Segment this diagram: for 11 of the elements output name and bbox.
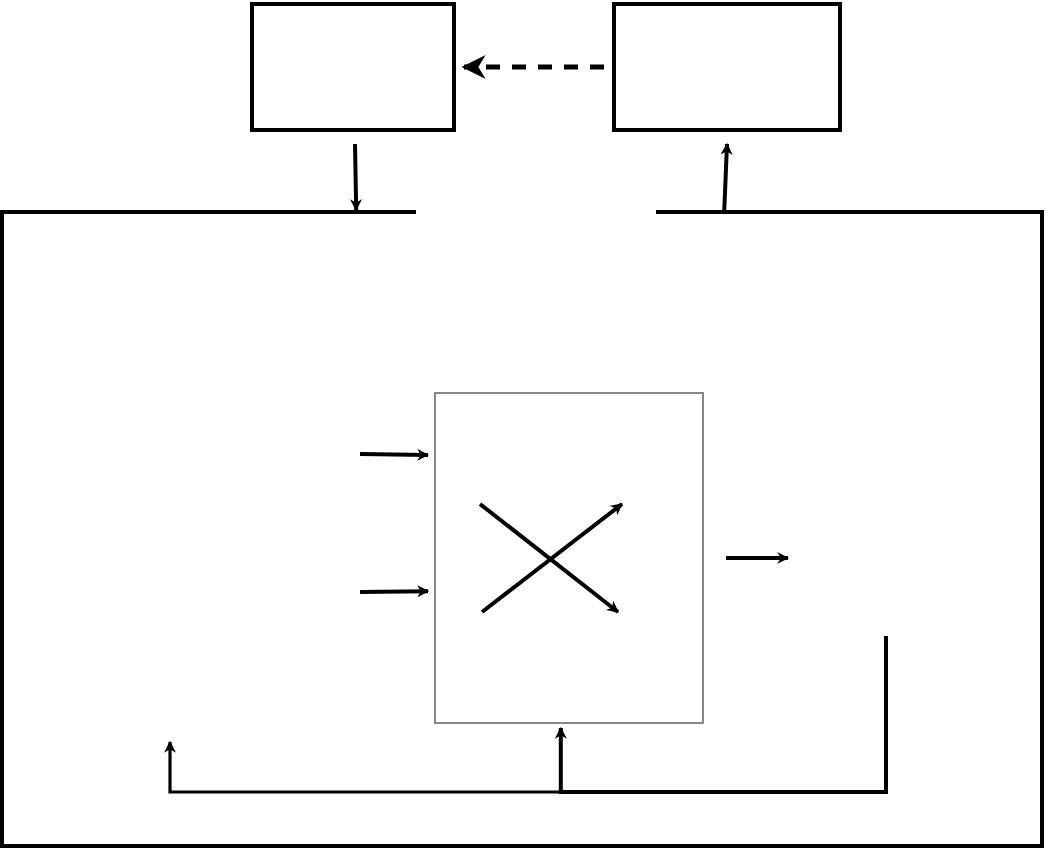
arrow — [350, 143, 362, 212]
arrow — [726, 552, 790, 564]
arrow — [554, 636, 888, 794]
block-box — [250, 2, 456, 132]
arrow — [461, 55, 604, 79]
system-boundary — [2, 212, 1044, 848]
block-box — [612, 2, 842, 132]
arrow — [359, 448, 430, 461]
arrow — [720, 142, 733, 213]
arrow — [359, 585, 430, 598]
process-box — [434, 392, 704, 724]
